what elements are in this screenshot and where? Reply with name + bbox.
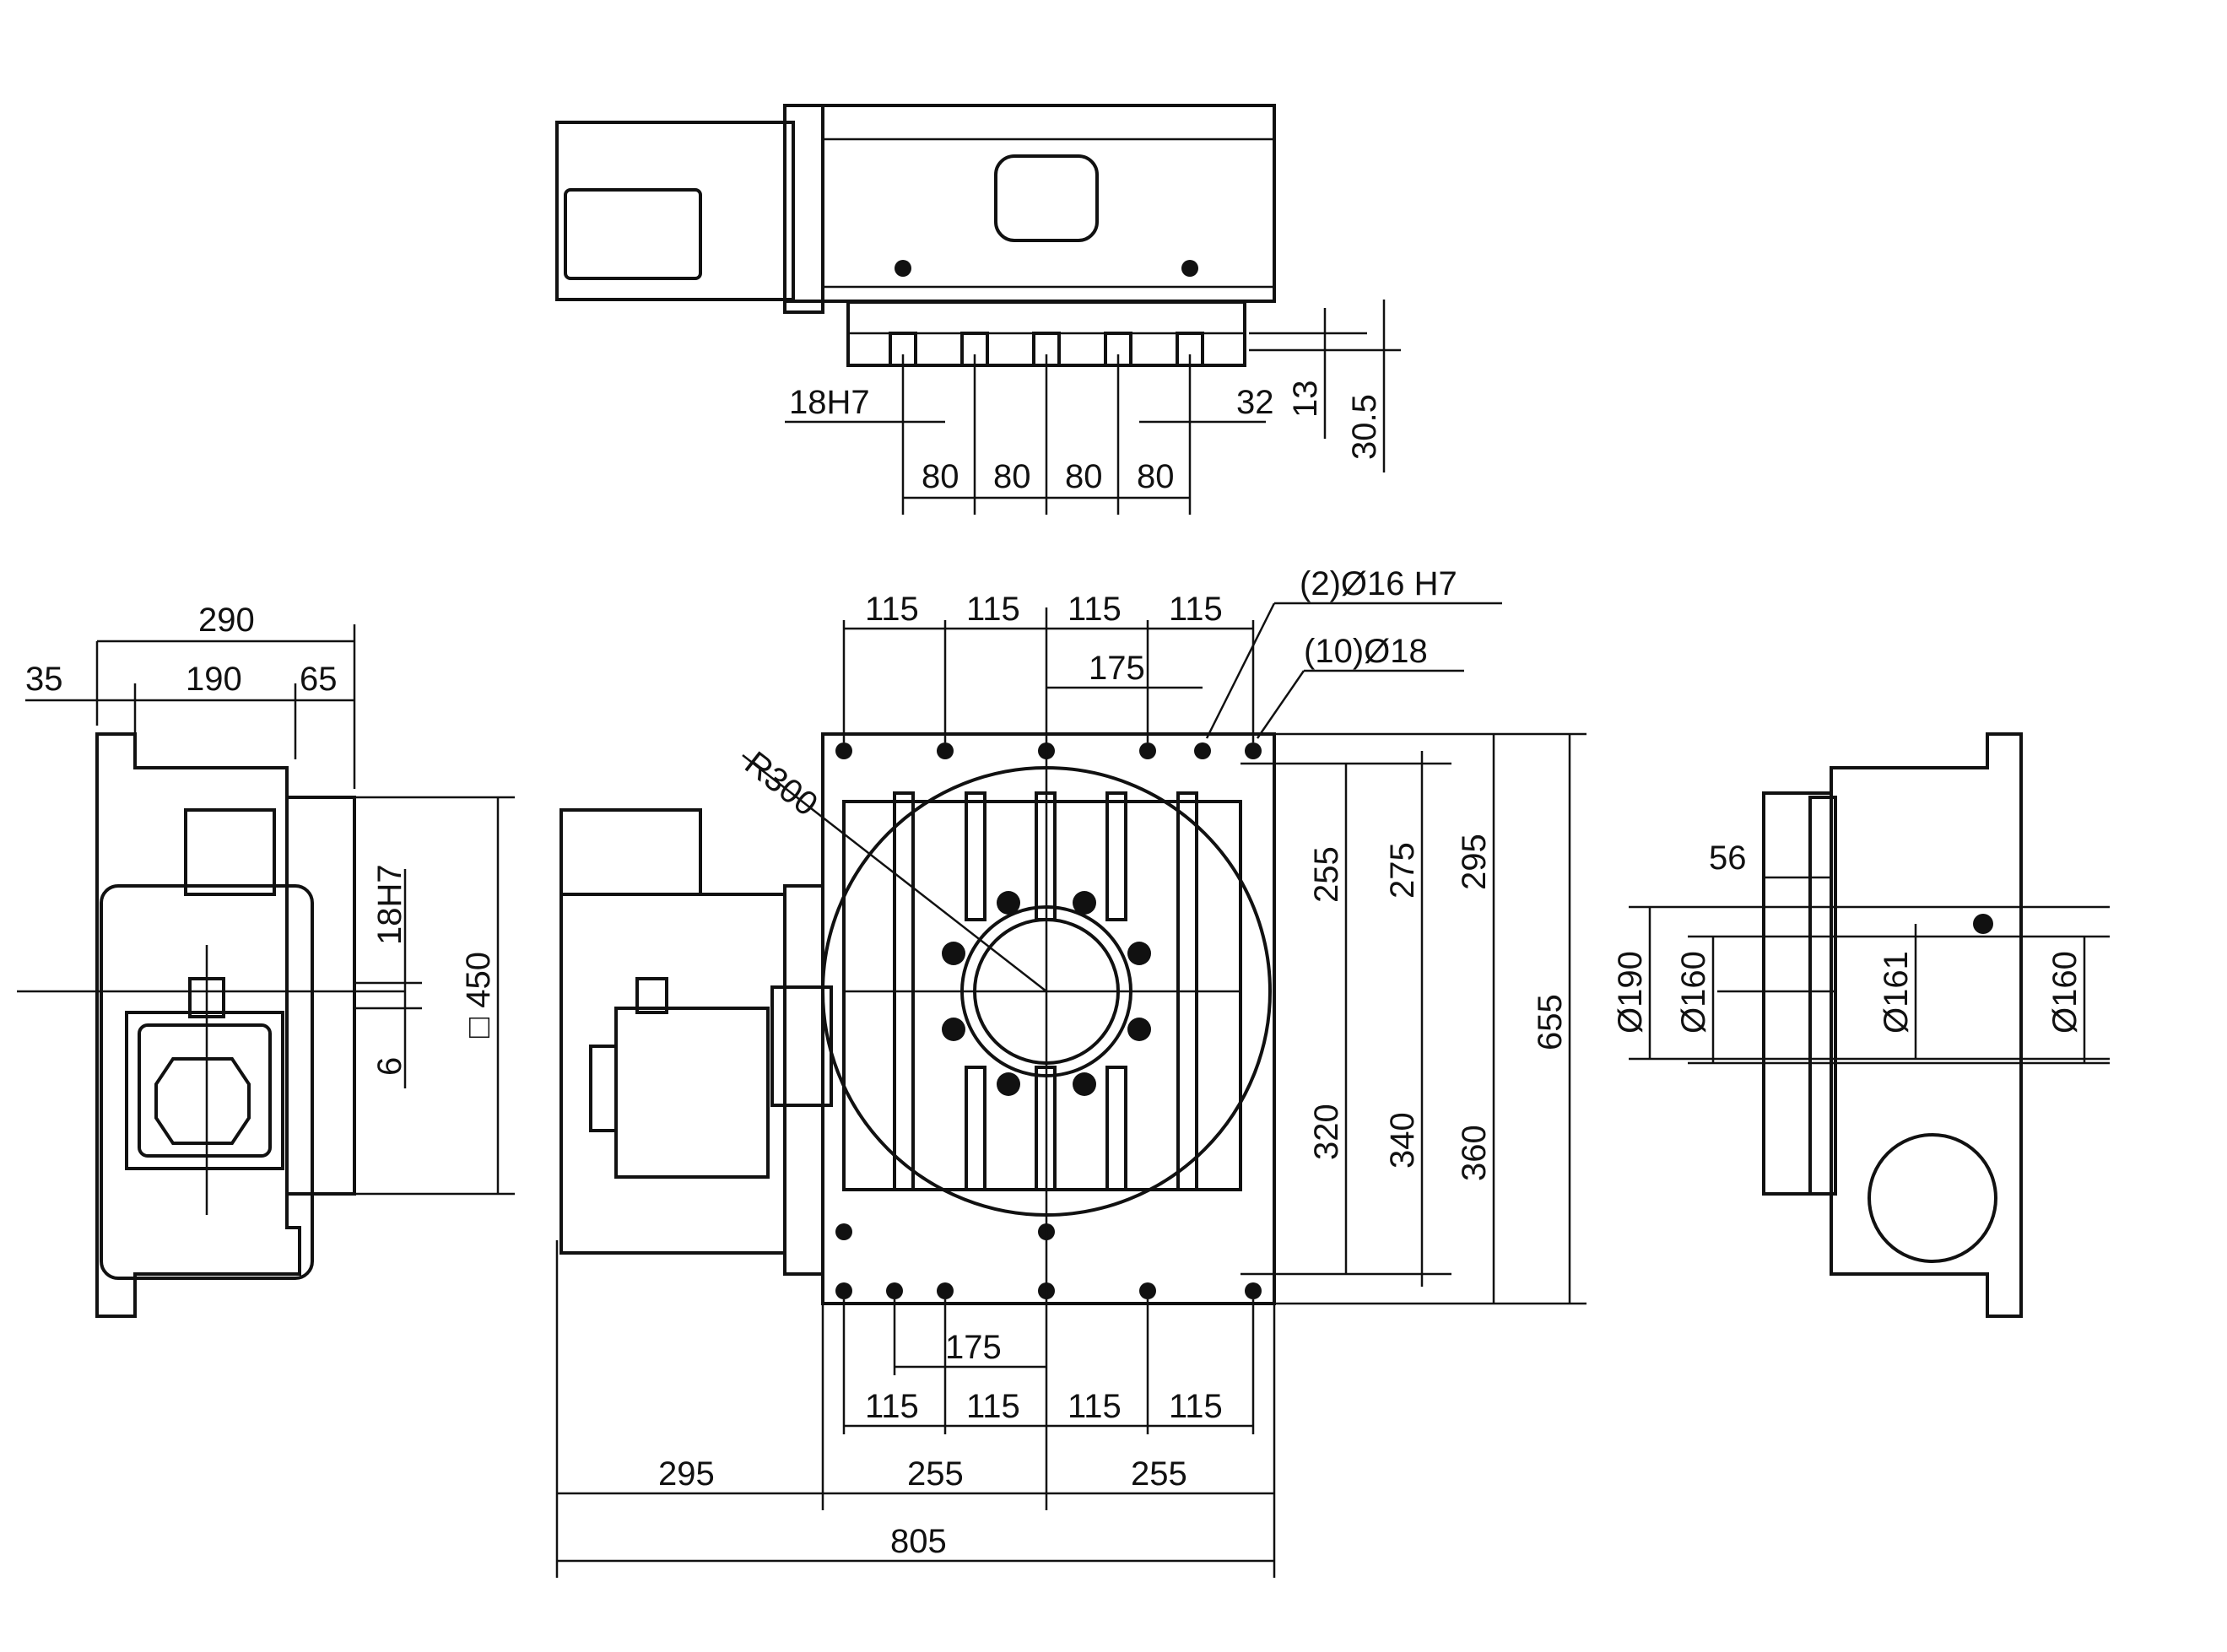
slot-spacing-4: 80 (1137, 458, 1175, 495)
slot-spacing-1: 80 (922, 458, 959, 495)
length-255-right: 255 (1131, 1455, 1187, 1493)
top-spacing-4: 115 (1169, 591, 1223, 628)
right-dim-275: 275 (1384, 842, 1421, 899)
left-offset-65: 65 (300, 661, 338, 698)
right-dia-190: Ø190 (1612, 951, 1649, 1034)
right-dia-161: Ø161 (1878, 951, 1915, 1034)
left-square-size: □ 450 (460, 952, 497, 1038)
bottom-spacing-1: 115 (865, 1388, 919, 1425)
right-dim-320: 320 (1308, 1104, 1345, 1160)
right-dim-295: 295 (1456, 834, 1493, 890)
overall-height: 655 (1532, 994, 1569, 1050)
length-295: 295 (658, 1455, 715, 1493)
slot-spacing-3: 80 (1065, 458, 1103, 495)
right-dim-340: 340 (1384, 1112, 1421, 1169)
bottom-center-offset: 175 (945, 1329, 1002, 1366)
top-center-offset: 175 (1089, 650, 1145, 687)
overall-length: 805 (890, 1523, 947, 1560)
right-dim-360: 360 (1456, 1125, 1493, 1181)
left-overall-width: 290 (198, 602, 255, 639)
right-dia-160-left: Ø160 (1675, 951, 1712, 1034)
right-width-label: 32 (1236, 384, 1274, 421)
table-thickness-label: 30.5 (1346, 394, 1383, 460)
top-spacing-3: 115 (1068, 591, 1122, 628)
left-view: 290 35 190 65 18H7 6 □ 450 (17, 602, 515, 1318)
slot-depth-label: 13 (1287, 381, 1324, 418)
pin-callout: (2)Ø16 H7 (1300, 565, 1457, 602)
slot-width-label: 18H7 (789, 384, 870, 421)
length-255-left: 255 (907, 1455, 964, 1493)
bottom-spacing-4: 115 (1169, 1388, 1223, 1425)
bolt-circle-holes (942, 891, 1151, 1096)
left-slot-label: 18H7 (371, 864, 408, 945)
radius-label: R300 (738, 744, 824, 823)
top-view: 18H7 80 80 80 80 32 13 30.5 (555, 104, 1401, 515)
hole-callout: (10)Ø18 (1304, 633, 1428, 670)
bottom-spacing-2: 115 (966, 1388, 1020, 1425)
left-offset-35: 35 (25, 661, 63, 698)
top-spacing-2: 115 (966, 591, 1020, 628)
left-middle-190: 190 (186, 661, 242, 698)
right-dim-255: 255 (1308, 846, 1345, 903)
right-view: 56 Ø190 Ø160 Ø161 Ø160 (1612, 732, 2110, 1318)
left-slot-depth: 6 (371, 1057, 408, 1076)
slot-spacing-2: 80 (993, 458, 1031, 495)
front-view: 115 115 115 115 175 (2)Ø16 H7 (10)Ø18 R3… (555, 565, 1586, 1578)
right-dia-160-right: Ø160 (2046, 951, 2084, 1034)
top-spacing-1: 115 (865, 591, 919, 628)
bottom-spacing-3: 115 (1068, 1388, 1122, 1425)
right-offset-56: 56 (1709, 839, 1747, 877)
